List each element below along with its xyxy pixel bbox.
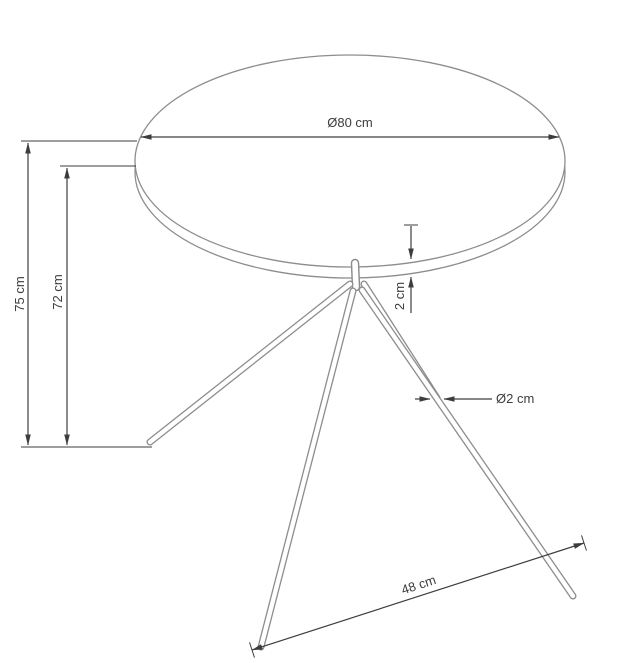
dim-label-leg-spread: 48 cm bbox=[399, 572, 437, 597]
dim-label-top-diameter: Ø80 cm bbox=[327, 115, 373, 130]
table-stem bbox=[350, 258, 361, 292]
dim-line-leg-spread bbox=[251, 542, 585, 651]
dim-label-leg-diameter: Ø2 cm bbox=[496, 391, 534, 406]
table-leg-left bbox=[146, 280, 354, 446]
dim-label-height-underside: 72 cm bbox=[50, 274, 65, 309]
dim-label-height-total: 75 cm bbox=[12, 276, 27, 311]
dim-label-thickness: 2 cm bbox=[392, 282, 407, 310]
tabletop-top-surface bbox=[134, 54, 566, 268]
table-leg-right bbox=[358, 286, 577, 600]
